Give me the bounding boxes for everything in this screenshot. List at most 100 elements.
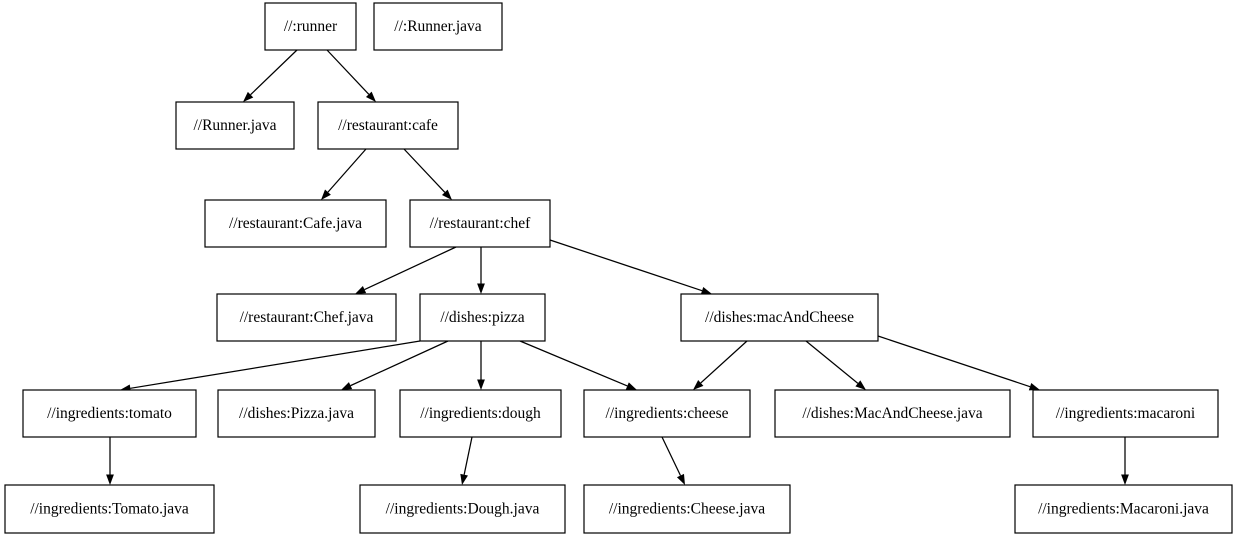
graph-node[interactable]: //ingredients:dough <box>399 389 562 438</box>
edge-line <box>463 436 473 475</box>
edge-line <box>130 340 421 389</box>
edge-arrowhead-icon <box>341 382 353 390</box>
node-box[interactable] <box>583 389 751 438</box>
node-label: //ingredients:Dough.java <box>386 501 540 518</box>
edge-arrowhead-icon <box>106 474 114 485</box>
edge-line <box>403 148 446 193</box>
node-label: //restaurant:Cafe.java <box>229 215 362 232</box>
graph-node[interactable]: //:runner <box>264 2 357 51</box>
node-box[interactable] <box>373 2 503 51</box>
edge-arrowhead-icon <box>477 379 485 390</box>
edge-arrowhead-icon <box>365 91 376 102</box>
graph-node[interactable]: //restaurant:Chef.java <box>216 293 397 342</box>
edge-line <box>661 436 682 476</box>
node-label: //dishes:Pizza.java <box>239 405 354 422</box>
graph-edge <box>877 335 1040 391</box>
edges-layer <box>106 49 1129 485</box>
node-label: //Runner.java <box>193 117 276 134</box>
node-box[interactable] <box>1032 389 1219 438</box>
graph-node[interactable]: //restaurant:cafe <box>317 101 459 150</box>
graph-edge <box>321 148 367 200</box>
node-box[interactable] <box>359 484 566 534</box>
graph-edge <box>661 436 685 485</box>
graph-node[interactable]: //dishes:MacAndCheese.java <box>774 389 1011 438</box>
edge-line <box>326 49 370 95</box>
graph-node[interactable]: //ingredients:Cheese.java <box>583 484 791 534</box>
node-label: //ingredients:Macaroni.java <box>1038 501 1209 518</box>
node-box[interactable] <box>217 389 376 438</box>
graph-edge <box>519 340 637 390</box>
graph-node[interactable]: //ingredients:macaroni <box>1032 389 1219 438</box>
graph-edge <box>106 437 114 485</box>
graph-edge <box>460 436 473 485</box>
edge-arrowhead-icon <box>1121 474 1129 485</box>
graph-node[interactable]: //Runner.java <box>175 101 295 150</box>
node-box[interactable] <box>409 199 551 248</box>
edge-arrowhead-icon <box>460 473 468 485</box>
node-label: //dishes:pizza <box>440 309 524 326</box>
edge-line <box>350 340 449 387</box>
graph-node[interactable]: //dishes:Pizza.java <box>217 389 376 438</box>
nodes-layer: //:runner //:Runner.java //Runner.java //re… <box>4 2 1233 534</box>
node-label: //restaurant:chef <box>430 215 532 232</box>
node-box[interactable] <box>1014 484 1233 534</box>
graph-node[interactable]: //ingredients:Dough.java <box>359 484 566 534</box>
node-label: //dishes:macAndCheese <box>705 309 854 326</box>
node-label: //ingredients:tomato <box>47 405 172 422</box>
node-box[interactable] <box>399 389 562 438</box>
graph-node[interactable]: //restaurant:Cafe.java <box>204 199 387 248</box>
edge-arrowhead-icon <box>477 283 485 294</box>
graph-edge <box>326 49 376 102</box>
graph-edge <box>693 340 748 390</box>
node-box[interactable] <box>774 389 1011 438</box>
graph-node[interactable]: //ingredients:Tomato.java <box>4 484 215 534</box>
graph-node[interactable]: //:Runner.java <box>373 2 503 51</box>
graph-edge <box>805 340 866 390</box>
edge-line <box>519 340 628 387</box>
graph-edge <box>341 340 449 390</box>
edge-line <box>700 340 748 384</box>
node-box[interactable] <box>264 2 357 51</box>
graph-edge <box>403 148 452 200</box>
node-label: //dishes:MacAndCheese.java <box>802 405 982 422</box>
edge-arrowhead-icon <box>700 286 712 295</box>
node-box[interactable] <box>4 484 215 534</box>
node-label: //ingredients:Tomato.java <box>30 501 189 518</box>
graph-edge <box>355 246 457 294</box>
edge-line <box>877 335 1031 388</box>
edge-line <box>549 239 703 292</box>
node-box[interactable] <box>175 101 295 150</box>
node-box[interactable] <box>204 199 387 248</box>
node-label: //ingredients:macaroni <box>1056 405 1196 422</box>
edge-arrowhead-icon <box>1028 382 1040 391</box>
node-label: //ingredients:Cheese.java <box>609 501 765 518</box>
graph-edge <box>477 247 485 294</box>
node-label: //:runner <box>284 18 338 35</box>
node-label: //ingredients:dough <box>420 405 541 422</box>
node-box[interactable] <box>419 293 546 342</box>
node-label: //:Runner.java <box>394 18 482 35</box>
node-label: //ingredients:cheese <box>605 405 728 422</box>
edge-line <box>364 246 457 291</box>
graph-edge <box>1121 437 1129 485</box>
graph-node[interactable]: //ingredients:tomato <box>22 389 197 438</box>
graph-node[interactable]: //ingredients:cheese <box>583 389 751 438</box>
graph-edge <box>120 340 421 393</box>
edge-line <box>250 49 298 96</box>
graph-edge <box>549 239 712 295</box>
edge-line <box>805 340 859 384</box>
node-box[interactable] <box>317 101 459 150</box>
graph-node[interactable]: //dishes:macAndCheese <box>680 293 879 342</box>
edge-arrowhead-icon <box>441 189 452 200</box>
graph-edge <box>477 341 485 390</box>
node-label: //restaurant:cafe <box>338 117 438 134</box>
graph-node[interactable]: //dishes:pizza <box>419 293 546 342</box>
node-box[interactable] <box>680 293 879 342</box>
node-box[interactable] <box>216 293 397 342</box>
node-label: //restaurant:Chef.java <box>240 309 374 326</box>
graph-node[interactable]: //ingredients:Macaroni.java <box>1014 484 1233 534</box>
graph-node[interactable]: //restaurant:chef <box>409 199 551 248</box>
node-box[interactable] <box>22 389 197 438</box>
node-box[interactable] <box>583 484 791 534</box>
